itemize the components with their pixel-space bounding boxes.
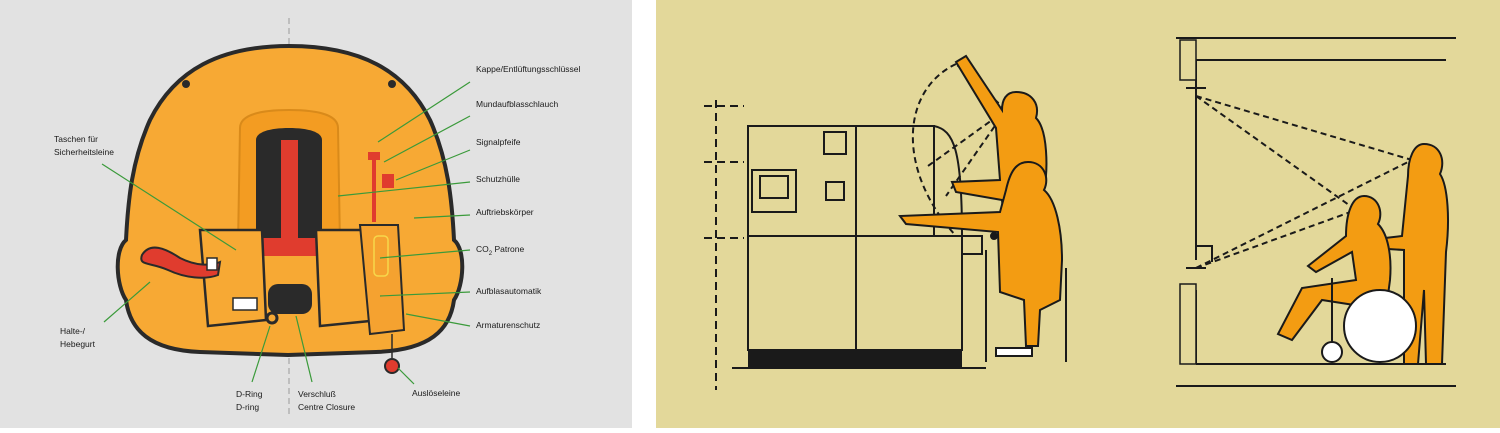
centre-closure: [268, 284, 312, 314]
label-co2: CO2 Patrone: [476, 244, 524, 257]
sight-lines: [1195, 95, 1413, 269]
helper-person-icon: [1366, 142, 1449, 365]
lifting-strap: [140, 246, 222, 279]
label-co2-rest: Patrone: [492, 244, 524, 254]
label-group: Kappe/Entlüftungsschlüssel Mundaufblassc…: [54, 64, 581, 412]
d-ring: [265, 311, 279, 325]
pointer-mund: [383, 115, 471, 163]
wheelchair-user-icon: [898, 160, 1064, 347]
label-verschluss-2: Centre Closure: [298, 402, 355, 412]
label-ausloese: Auslöseleine: [412, 388, 460, 398]
label-kappe: Kappe/Entlüftungsschlüssel: [476, 64, 581, 74]
label-signal: Signalpfeife: [476, 137, 521, 147]
pointer-ausloese: [397, 367, 415, 385]
reach-arc-outer: [911, 63, 957, 237]
pointer-auftrieb: [413, 214, 471, 219]
label-mund: Mundaufblasschlauch: [476, 99, 558, 109]
co2-cartridge: [373, 235, 389, 277]
atm-curve: [933, 125, 963, 237]
ring-right-top: [388, 80, 396, 88]
pointer-verschluss: [295, 315, 313, 383]
label-dring-1: D-Ring: [236, 389, 263, 399]
label-auftrieb: Auftriebskörper: [476, 207, 534, 217]
label-halte-1: Halte-/: [60, 326, 86, 336]
mirror-ledge: [1196, 245, 1213, 262]
atm-base: [748, 350, 962, 368]
left-pocket-label: [232, 297, 258, 311]
label-taschen-2: Sicherheitsleine: [54, 147, 114, 157]
label-verschluss-1: Verschluß: [298, 389, 336, 399]
lower-wall-hatch: [1179, 283, 1197, 365]
label-co2-sub: 2: [489, 251, 493, 257]
reach-line-3: [945, 109, 1007, 197]
atm-shelf: [961, 235, 983, 255]
pointer-schutz: [337, 181, 471, 197]
label-halte-2: Hebegurt: [60, 339, 96, 349]
armature-cover: [358, 224, 406, 336]
pointer-halte: [103, 281, 151, 323]
atm-wheelchair-frame: [985, 232, 1067, 362]
pointer-lines: [101, 81, 471, 385]
pointer-dring: [251, 325, 271, 383]
pointer-aufblas: [379, 291, 471, 297]
pointer-co2: [379, 249, 471, 259]
label-dring-2: D-ring: [236, 402, 259, 412]
atm-card-slot: [823, 131, 847, 155]
atm-display: [759, 175, 789, 199]
pointer-armatur: [405, 313, 471, 327]
accessibility-diagram: [656, 0, 1500, 428]
sight-line-3: [1195, 159, 1413, 269]
sight-line-1: [1195, 95, 1413, 161]
accessibility-panel: [656, 0, 1500, 428]
pointer-signal: [395, 149, 471, 181]
wheelchair-handle: [990, 232, 998, 240]
wheelchair-wheel-small: [1321, 341, 1343, 363]
sight-line-4: [1195, 209, 1357, 269]
label-schutz: Schutzhülle: [476, 174, 520, 184]
release-toggle: [384, 358, 400, 374]
reach-line-2: [927, 109, 1007, 167]
wheelchair-footrest: [995, 347, 1033, 357]
whistle-icon: [382, 174, 394, 188]
pointer-taschen: [101, 163, 237, 251]
label-aufblas: Aufblasautomatik: [476, 286, 542, 296]
atm-screen: [751, 169, 797, 213]
upper-wall-hatch: [1179, 39, 1197, 81]
life-jacket-panel: Kappe/Entlüftungsschlüssel Mundaufblassc…: [0, 0, 632, 428]
wheelchair-wheel-large: [1343, 289, 1417, 363]
oral-tube: [372, 160, 376, 222]
label-armatur: Armaturenschutz: [476, 320, 540, 330]
label-taschen-1: Taschen für: [54, 134, 98, 144]
life-jacket-diagram: Kappe/Entlüftungsschlüssel Mundaufblassc…: [0, 0, 632, 428]
atm-keypad: [825, 181, 845, 201]
strap-buckle: [206, 257, 218, 271]
ring-left-top: [182, 80, 190, 88]
sight-line-2: [1195, 95, 1357, 211]
center-strap: [281, 140, 298, 250]
cap-icon: [368, 152, 380, 160]
label-co2-main: CO: [476, 244, 489, 254]
pointer-kappe: [377, 81, 471, 143]
